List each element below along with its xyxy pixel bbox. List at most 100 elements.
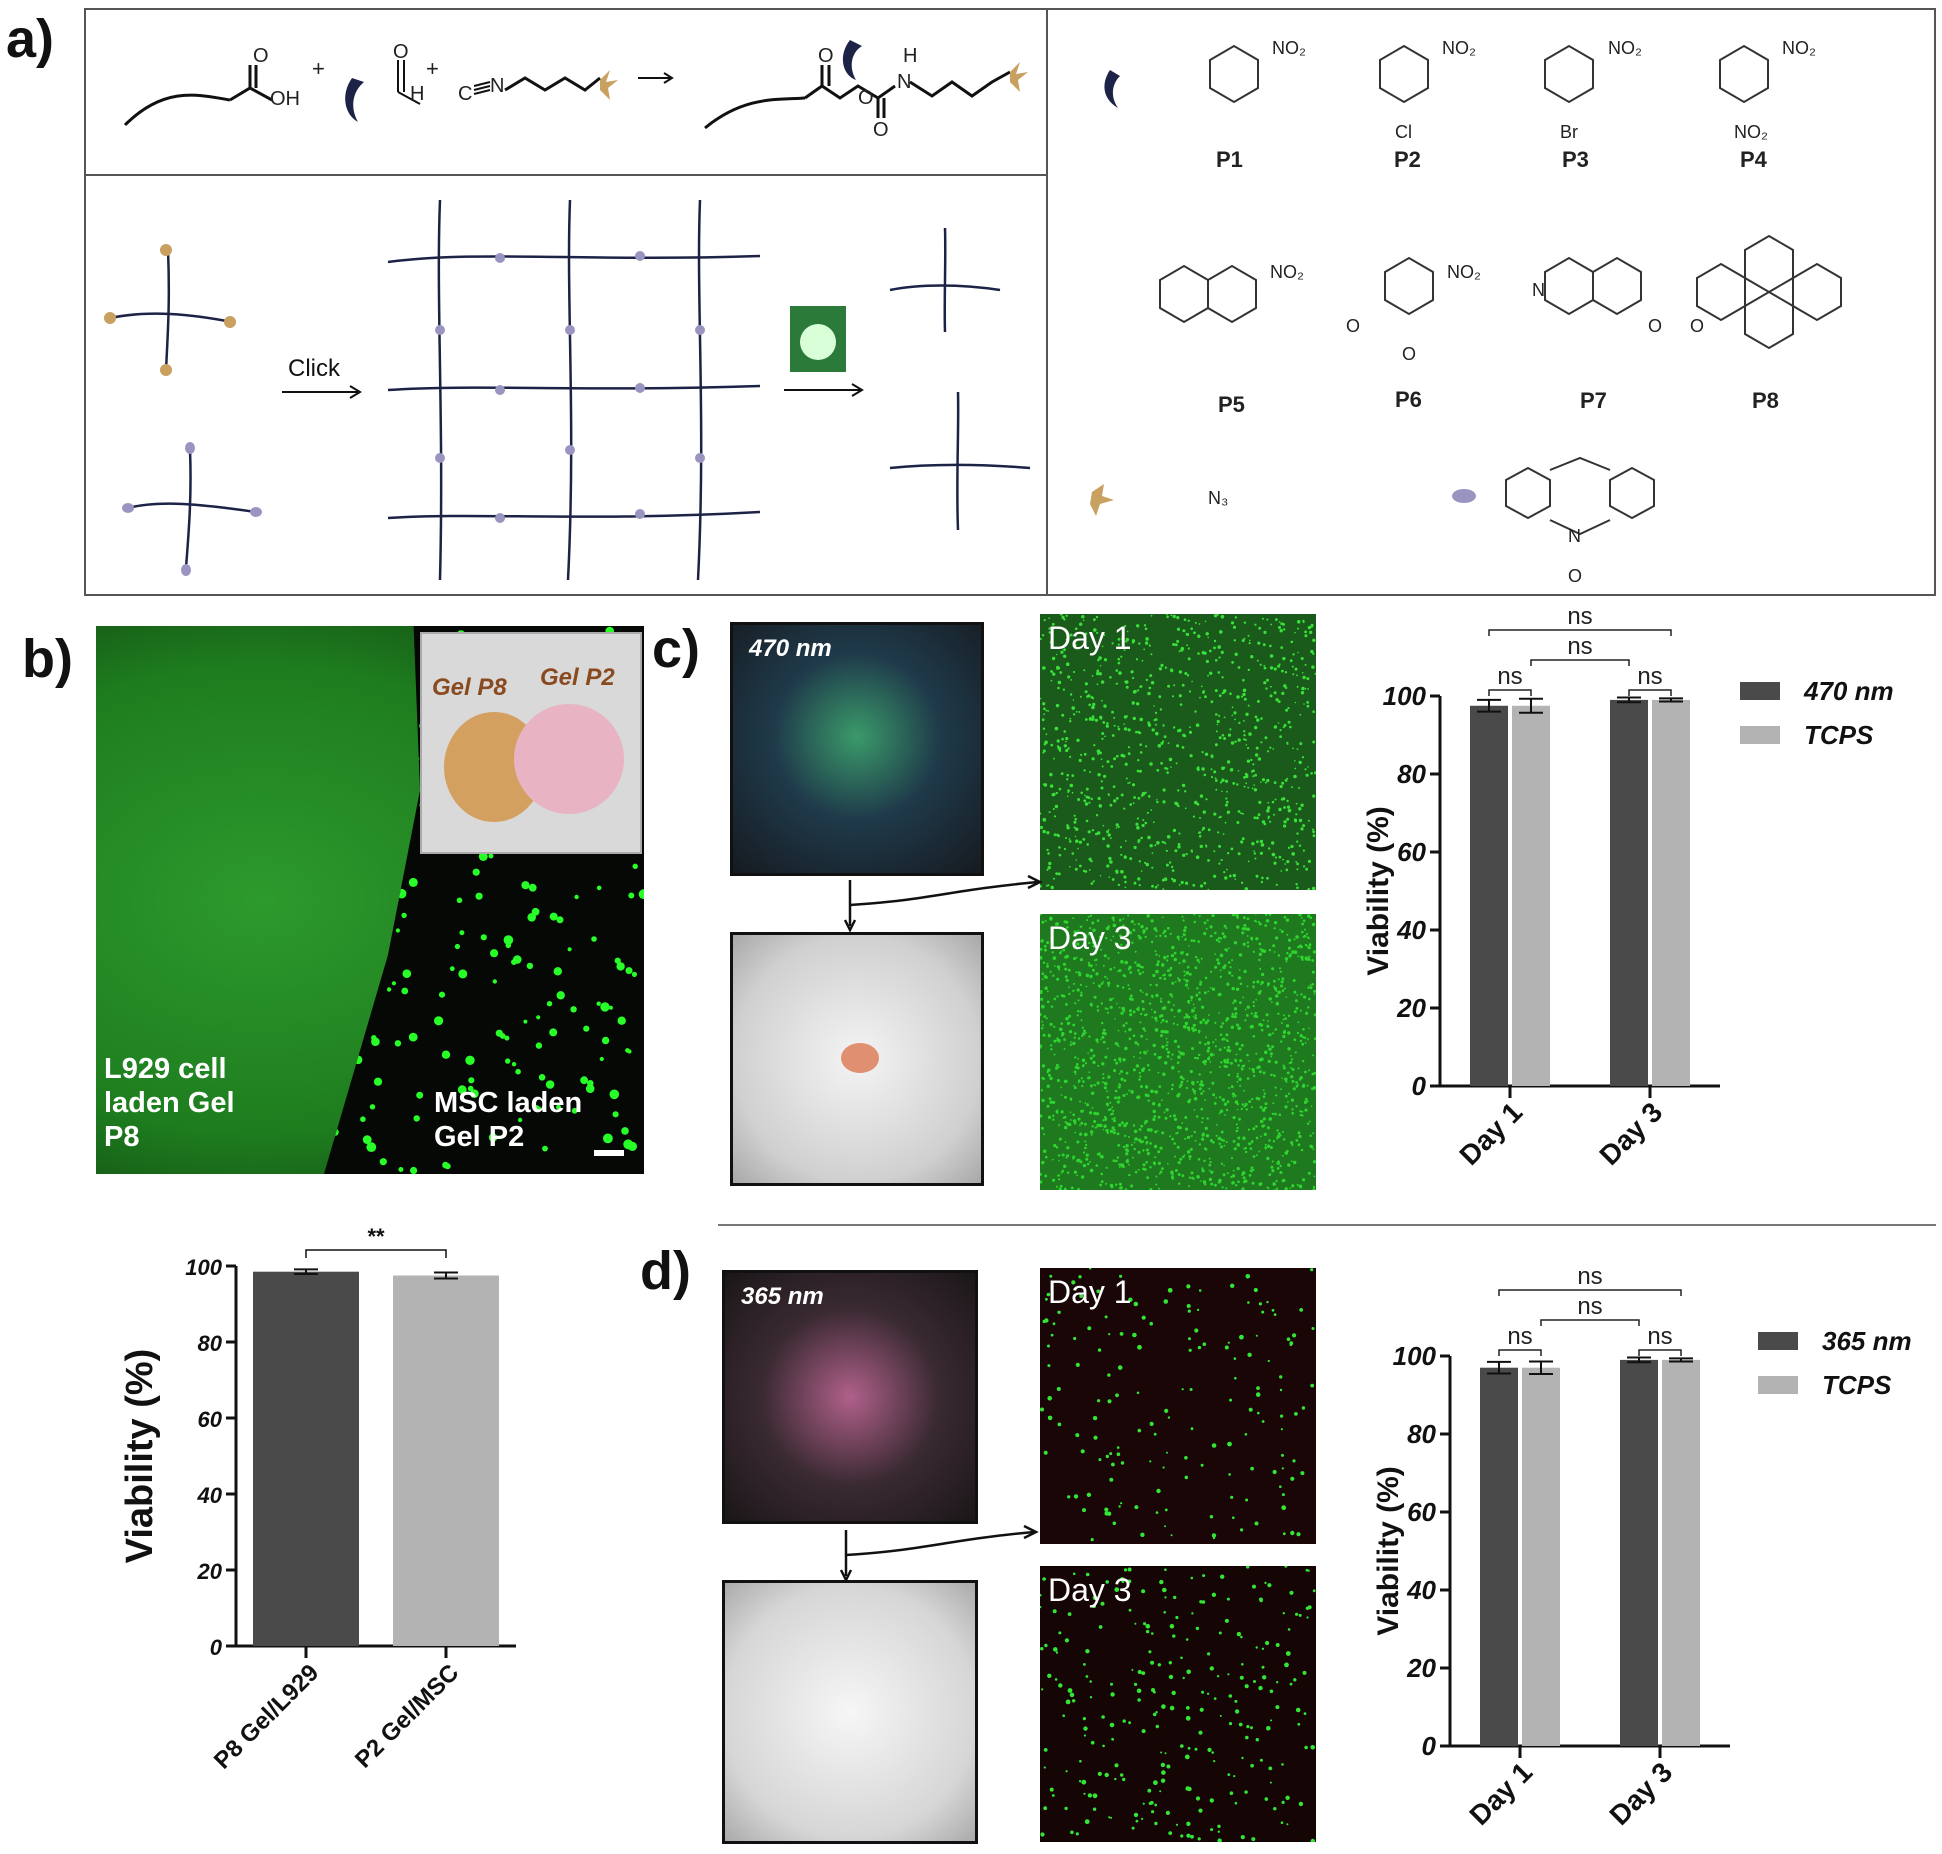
cell-dot	[1153, 1052, 1157, 1056]
cell-dot	[490, 949, 499, 958]
cell-dot	[1122, 918, 1125, 920]
cell-dot	[1053, 1025, 1056, 1028]
cell-dot	[1101, 1715, 1105, 1719]
cell-dot	[1139, 717, 1143, 722]
cell-dot	[1095, 1126, 1098, 1129]
cell-dot	[1106, 1131, 1109, 1135]
p6-no2: NO₂	[1447, 262, 1481, 282]
cell-dot	[1226, 982, 1229, 984]
cell-dot	[1067, 1495, 1071, 1499]
cell-dot	[1258, 942, 1262, 946]
cell-dot	[1253, 788, 1258, 792]
cell-dot	[1069, 865, 1071, 868]
cell-dot	[1139, 769, 1142, 773]
cell-dot	[1056, 1079, 1060, 1082]
cell-dot	[1192, 1177, 1195, 1180]
cell-dot	[1212, 1041, 1215, 1044]
cell-dot	[1262, 1071, 1266, 1075]
cell-dot	[1294, 760, 1296, 762]
cell-dot	[1242, 738, 1246, 741]
cell-dot	[402, 969, 412, 978]
cell-dot	[1258, 626, 1262, 630]
cell-dot	[1204, 1021, 1208, 1025]
cell-dot	[1126, 630, 1129, 633]
cell-dot	[334, 783, 342, 790]
cell-dot	[1099, 665, 1102, 667]
cell-dot	[1060, 1022, 1063, 1025]
cell-dot	[1188, 1155, 1192, 1159]
cell-dot	[401, 987, 409, 995]
cell-dot	[1098, 1123, 1103, 1128]
cell-dot	[1160, 1034, 1163, 1038]
cell-dot	[1198, 1073, 1201, 1076]
cell-dot	[1275, 1094, 1278, 1097]
cell-dot	[1232, 1174, 1236, 1178]
cell-dot	[1266, 876, 1269, 880]
cell-dot	[1116, 1002, 1118, 1005]
cell-dot	[1261, 1310, 1265, 1314]
cell-dot	[1079, 958, 1083, 962]
cell-dot	[1206, 919, 1209, 922]
cell-dot	[1145, 993, 1149, 996]
cell-dot	[1081, 1779, 1087, 1785]
cell-dot	[1176, 1125, 1181, 1129]
cell-dot	[1152, 973, 1156, 978]
cell-dot	[1232, 782, 1236, 785]
cell-dot	[1142, 1149, 1145, 1152]
cell-dot	[1161, 916, 1164, 919]
cell-dot	[549, 1028, 558, 1037]
cell-dot	[1118, 1182, 1122, 1186]
cell-dot	[1169, 1624, 1175, 1629]
cell-dot	[1095, 964, 1097, 966]
cell-dot	[1262, 1019, 1265, 1022]
cell-dot	[1245, 1108, 1248, 1111]
cell-dot	[1040, 939, 1044, 943]
cell-dot	[1078, 758, 1082, 763]
cell-dot	[614, 957, 621, 964]
cell-dot	[1096, 1081, 1100, 1085]
cell-dot	[1183, 970, 1186, 973]
cell-dot	[1173, 684, 1176, 687]
cell-dot	[1202, 1090, 1205, 1093]
cell-dot	[1055, 653, 1058, 656]
cell-dot	[1116, 1452, 1121, 1456]
cell-dot	[1058, 1124, 1061, 1127]
cell-dot	[1074, 1131, 1077, 1134]
cell-dot	[1231, 714, 1234, 717]
cell-dot	[1260, 983, 1263, 986]
cell-dot	[459, 930, 465, 936]
cell-dot	[1140, 870, 1143, 872]
cell-dot	[359, 866, 367, 874]
cell-dot	[1065, 614, 1068, 617]
cell-dot	[1289, 725, 1292, 729]
cell-dot	[1174, 849, 1178, 853]
cell-dot	[580, 1076, 588, 1085]
cell-dot	[1270, 1165, 1274, 1169]
cell-dot	[1211, 755, 1214, 759]
cell-dot	[1089, 1048, 1094, 1052]
cell-dot	[1072, 1023, 1076, 1027]
cell-dot	[1162, 1006, 1167, 1010]
cell-dot	[1281, 977, 1285, 981]
cell-dot	[1271, 1001, 1273, 1003]
cell-dot	[1128, 965, 1132, 970]
cell-dot	[1215, 713, 1218, 716]
cell-dot	[1114, 1089, 1118, 1093]
cell-dot	[1296, 674, 1298, 677]
cell-dot	[1205, 632, 1209, 636]
cell-dot	[1192, 815, 1195, 818]
bar	[393, 1275, 499, 1646]
cell-dot	[1100, 982, 1104, 985]
cell-dot	[1236, 1072, 1239, 1075]
cell-dot	[1292, 747, 1294, 750]
cell-dot	[1125, 1071, 1129, 1075]
cell-dot	[1160, 741, 1164, 745]
cell-dot	[1102, 964, 1105, 967]
cell-dot	[365, 919, 370, 924]
cell-dot	[1076, 988, 1080, 992]
cell-dot	[1181, 936, 1184, 938]
cell-dot	[1129, 994, 1133, 998]
cell-dot	[1149, 1166, 1152, 1169]
region-label-l929: L929 cell laden Gel P8	[104, 1053, 235, 1153]
cell-dot	[1310, 1745, 1315, 1750]
